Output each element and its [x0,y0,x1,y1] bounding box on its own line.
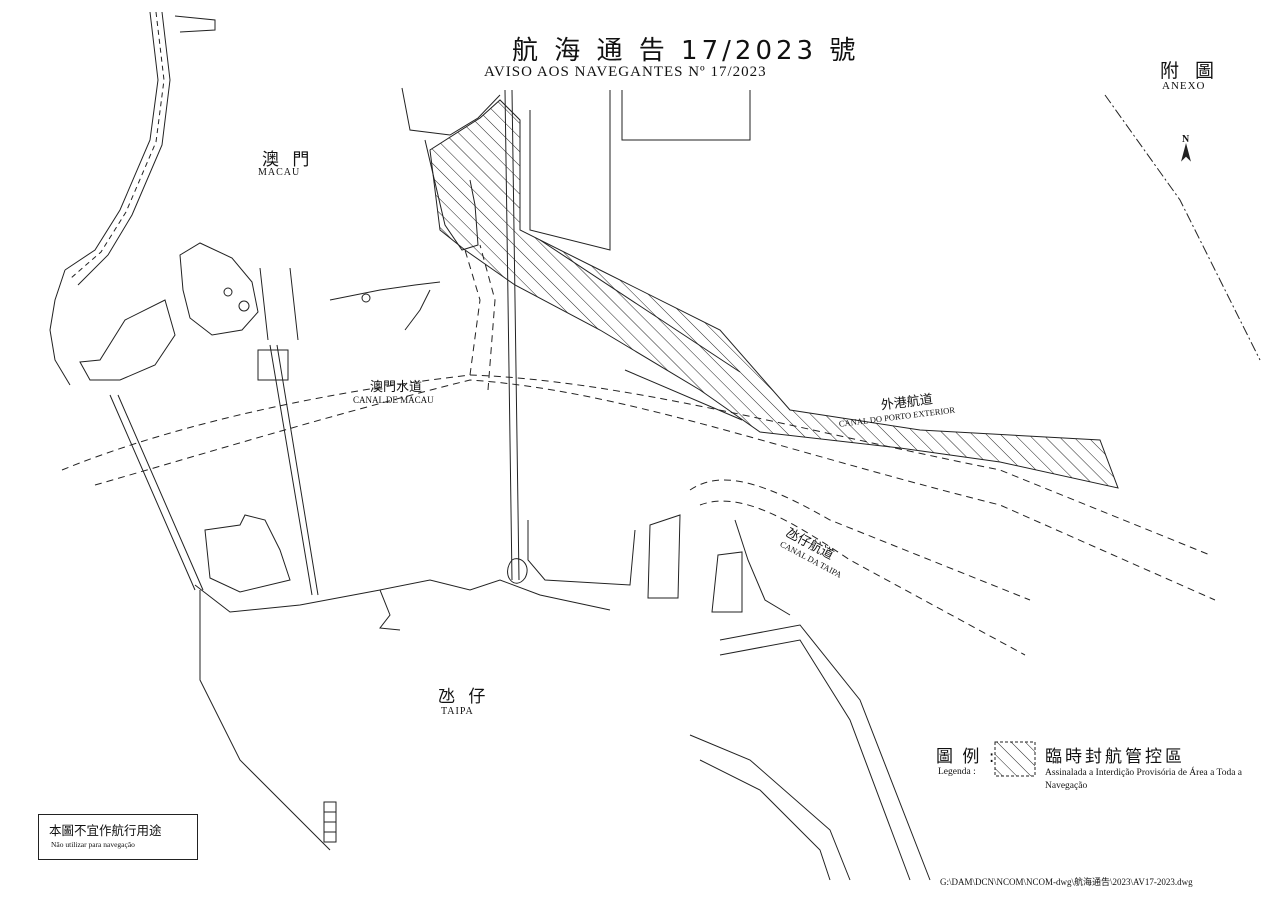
restricted-area-north [429,99,1119,489]
scale-bar-icon [323,801,337,843]
place-taipa-pt: TAIPA [441,706,474,717]
place-taipa: 氹 仔 [438,687,490,707]
channel-macau-label-pt: CANAL DE MACAU [353,395,434,405]
place-macau-pt: MACAU [258,167,301,178]
annex-label-pt: ANEXO [1162,80,1206,92]
disclaimer-text-pt: Não utilizar para navegação [51,840,135,849]
legend-title-pt: Legenda : [938,767,976,777]
channel-macau-label: 澳門水道 [370,380,423,395]
disclaimer-box: 本圖不宜作航行用途 Não utilizar para navegação [38,814,198,860]
page-title: 航 海 通 告 17/2023 號 [512,36,860,66]
disclaimer-text: 本圖不宜作航行用途 [49,823,162,838]
macau-land [79,87,751,381]
taipa-land [194,514,931,881]
channel-limits [61,244,1216,656]
annex-label: 附 圖 [1160,60,1220,82]
north-arrow-icon [1181,143,1191,162]
north-label: N [1182,134,1190,145]
legend-area-label-pt: Assinalada a Interdição Provisória de Ár… [1045,768,1242,791]
macau-west-coastline [49,11,216,386]
place-macau: 澳 門 [262,150,314,170]
page-subtitle: AVISO AOS NAVEGANTES Nº 17/2023 [484,64,767,80]
legend-area-label: 臨時封航管控區 [1045,747,1185,767]
file-path: G:\DAM\DCN\NCOM\NCOM-dwg\航海通告\2023\AV17-… [940,877,1193,887]
legend-title: 圖 例 : [936,747,997,767]
diagonal-hatch-swatch [994,741,1036,777]
bridges [109,89,743,596]
northeast-coast [1104,94,1261,361]
